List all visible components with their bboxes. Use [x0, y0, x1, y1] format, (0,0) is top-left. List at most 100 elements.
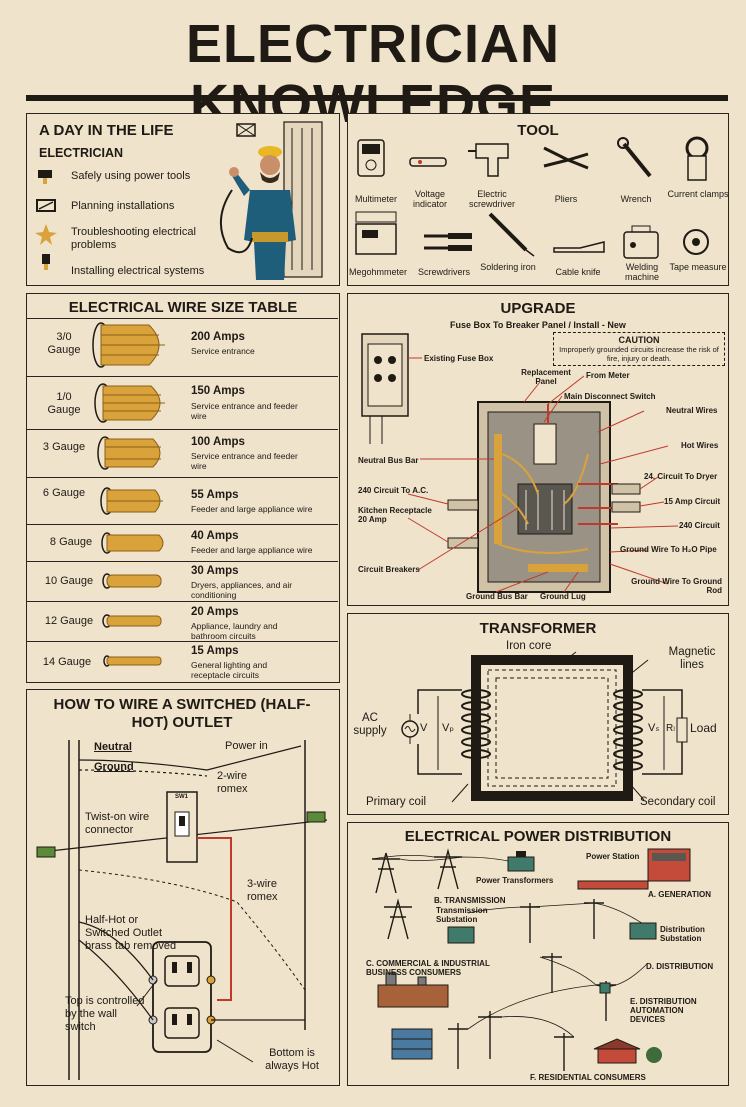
distribution-poles-icon	[448, 899, 616, 1071]
screwdrivers-icon	[424, 233, 472, 251]
outlet-sw1: SW1	[175, 794, 189, 800]
wire-3	[97, 436, 161, 470]
wire-nut-icon	[36, 846, 56, 858]
soldering-iron-icon	[488, 212, 535, 257]
outlet-top: Top is controlled by the wall switch	[65, 995, 145, 1033]
day-in-life-panel: A DAY IN THE LIFE ELECTRICIAN Safely usi…	[26, 113, 340, 286]
label-15-amp: 15 Amp Circuit	[664, 497, 721, 506]
tool-panel: TOOL Multimeter Voltage indicator Electr…	[347, 113, 729, 286]
wire-amps: 40 Amps	[191, 530, 239, 542]
wire-14	[103, 655, 162, 667]
wire-amps: 100 Amps	[191, 436, 245, 448]
tool-label-megohmmeter: Megohmmeter	[348, 267, 408, 277]
wire-gauge: 12 Gauge	[44, 615, 94, 627]
day-item-1: Safely using power tools	[71, 170, 191, 182]
transformer-panel: TRANSFORMER Iron core Magnetic lines AC …	[347, 613, 729, 815]
wrench-icon	[617, 137, 652, 178]
wire-desc: Appliance, laundry and bathroom circuits	[191, 621, 278, 641]
day-item-2: Planning installations	[71, 200, 175, 212]
transformer-diagram	[401, 651, 688, 803]
tool-label-soldering: Soldering iron	[480, 262, 536, 272]
wire-amps: 15 Amps	[191, 645, 239, 657]
caution-text: Improperly grounded circuits increase th…	[559, 345, 719, 363]
outlet-icon	[148, 941, 216, 1053]
label-ground-wire-rod: Ground Wire To Ground Rod	[631, 577, 722, 595]
label-magnetic-lines: Magnetic lines	[668, 646, 716, 671]
tool-label-voltage: Voltage indicator	[412, 189, 448, 209]
wire-amps: 30 Amps	[191, 565, 239, 577]
wire-gauge: 1/0 Gauge	[47, 391, 81, 416]
power-transformer-icon	[507, 851, 535, 872]
tool-label-wrench: Wrench	[620, 194, 652, 204]
upgrade-panel: UPGRADE Fuse Box To Breaker Panel / Inst…	[347, 293, 729, 606]
current-clamp-icon	[685, 136, 709, 181]
pliers-icon	[543, 146, 589, 170]
label-generation: A. GENERATION	[648, 890, 711, 899]
label-residential: F. RESIDENTIAL CONSUMERS	[530, 1073, 646, 1082]
day-item-3: Troubleshooting electrical problems	[71, 226, 196, 251]
electrician-illustration	[219, 121, 323, 280]
label-iron-core: Iron core	[506, 640, 552, 652]
day-item-4: Installing electrical systems	[71, 265, 205, 277]
label-ground-lug: Ground Lug	[540, 592, 586, 601]
voltage-indicator-icon	[409, 157, 447, 167]
label-existing-fuse-box: Existing Fuse Box	[424, 354, 494, 363]
label-transmission-substation: Transmission Substation	[436, 906, 488, 924]
label-distribution-substation: Distribution Substation	[660, 925, 705, 943]
label-ground-wire-pipe: Ground Wire To H₂O Pipe	[620, 545, 717, 554]
breaker-panel-icon	[447, 401, 641, 593]
distribution-diagram	[371, 848, 691, 1071]
wire-desc: Feeder and large appliance wire	[191, 545, 313, 555]
wire-gauge: 6 Gauge	[42, 487, 86, 499]
wire-table-panel: ELECTRICAL WIRE SIZE TABLE 3/0 Gauge 200…	[26, 293, 340, 683]
outlet-diagram	[36, 740, 328, 1080]
label-hot-wires: Hot Wires	[681, 441, 719, 450]
wire-amps: 150 Amps	[191, 385, 245, 397]
label-main-disconnect: Main Disconnect Switch	[564, 392, 656, 401]
wire-heading-rule	[27, 318, 338, 319]
outlet-neutral: Neutral	[94, 741, 132, 753]
wire-8	[101, 532, 164, 554]
wire-desc: General lighting and receptacle circuits	[191, 660, 268, 680]
wire-3-0	[92, 322, 165, 368]
tool-label-pliers: Pliers	[554, 194, 578, 204]
label-primary-coil: Primary coil	[366, 796, 427, 808]
power-station-icon	[577, 848, 691, 890]
transmission-tower-icon	[372, 848, 462, 940]
tool-label-screwdrivers: Screwdrivers	[417, 267, 470, 277]
tool-label-screwdriver: Electric screwdriver	[468, 189, 515, 209]
wire-desc: Service entrance	[191, 346, 255, 356]
label-neutral-bus-bar: Neutral Bus Bar	[358, 456, 419, 465]
tape-measure-icon	[683, 229, 709, 255]
welding-machine-icon	[623, 225, 659, 259]
label-load: Load	[690, 721, 717, 735]
wire-desc: Service entrance and feeder wire	[191, 451, 298, 471]
panel-diagram	[361, 333, 679, 593]
spark-icon	[35, 224, 57, 245]
tool-label-welding: Welding machine	[624, 262, 660, 282]
fuse-box-icon	[361, 333, 409, 444]
substation-icon	[447, 922, 657, 944]
outlet-twist-on: Twist-on wire connector	[85, 811, 150, 836]
wire-gauge: 8 Gauge	[49, 536, 93, 548]
day-icons	[35, 170, 57, 270]
house-icon	[593, 1038, 662, 1064]
tool-label-tape: Tape measure	[669, 262, 727, 272]
label-secondary-coil: Secondary coil	[640, 796, 716, 808]
wire-gauge: 10 Gauge	[44, 575, 94, 587]
wire-6	[100, 487, 163, 515]
tool-label-multimeter: Multimeter	[354, 194, 397, 204]
wire-gauge: 14 Gauge	[42, 656, 92, 668]
label-kitchen: Kitchen Receptacle 20 Amp	[358, 506, 432, 524]
label-transmission: B. TRANSMISSION	[434, 896, 506, 905]
label-vs: Vₛ	[648, 722, 660, 734]
wire-heading: ELECTRICAL WIRE SIZE TABLE	[68, 299, 298, 316]
transformer-heading: TRANSFORMER	[479, 620, 597, 637]
tool-label-cable-knife: Cable knife	[555, 267, 601, 277]
office-building-icon	[391, 1028, 433, 1060]
outlet-half-hot: Half-Hot or Switched Outlet brass tab re…	[85, 914, 177, 952]
outlet-3-wire: 3-wire romex	[247, 878, 278, 903]
electric-screwdriver-icon	[468, 143, 509, 177]
label-vp: Vₚ	[442, 722, 455, 734]
